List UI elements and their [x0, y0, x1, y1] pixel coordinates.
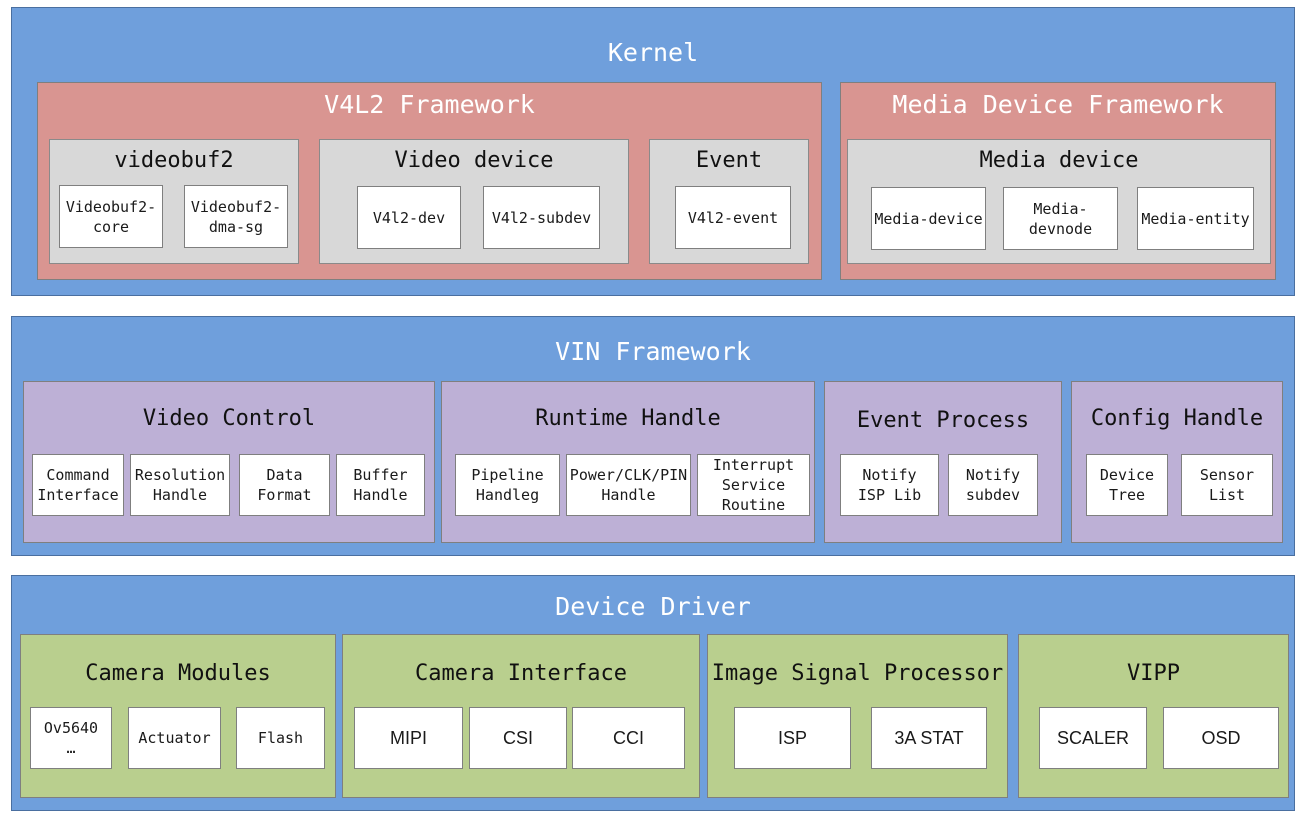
- runtime-handle-title: Runtime Handle: [535, 406, 721, 431]
- scaler-box: SCALER: [1039, 707, 1147, 769]
- 3a-stat-box: 3A STAT: [871, 707, 987, 769]
- event-title: Event: [695, 148, 763, 173]
- media-device-framework-title: Media Device Framework: [892, 90, 1224, 119]
- kernel-title: Kernel: [607, 38, 699, 67]
- device-driver-title: Device Driver: [555, 592, 751, 621]
- sensor-list-box: Sensor List: [1181, 454, 1273, 516]
- media-device-title: Media device: [979, 148, 1139, 173]
- flash-box: Flash: [236, 707, 325, 769]
- notify-isp-lib-box: Notify ISP Lib: [840, 454, 939, 516]
- video-device-title: Video device: [394, 148, 554, 173]
- media-entity-box: Media-entity: [1137, 187, 1254, 250]
- csi-box: CSI: [469, 707, 567, 769]
- v4l2-dev-box: V4l2-dev: [357, 186, 461, 249]
- mipi-box: MIPI: [354, 707, 463, 769]
- media-devnode-box: Media- devnode: [1003, 187, 1118, 250]
- ov5640-box: Ov5640 …: [30, 707, 112, 769]
- camera-modules-title: Camera Modules: [85, 661, 271, 686]
- buffer-handle-box: Buffer Handle: [336, 454, 425, 516]
- media-device-box: Media-device: [871, 187, 986, 250]
- videobuf2-dma-sg-box: Videobuf2- dma-sg: [184, 185, 288, 248]
- video-control-title: Video Control: [142, 406, 316, 431]
- power-clk-pin-handle-box: Power/CLK/PIN Handle: [566, 454, 691, 516]
- resolution-handle-box: Resolution Handle: [130, 454, 230, 516]
- v4l2-event-box: V4l2-event: [675, 186, 791, 249]
- videobuf2-title: videobuf2: [114, 148, 234, 173]
- vin-framework-title: VIN Framework: [555, 337, 751, 366]
- event-process-title: Event Process: [856, 408, 1030, 433]
- vipp-title: VIPP: [1127, 661, 1180, 686]
- videobuf2-core-box: Videobuf2- core: [59, 185, 163, 248]
- cci-box: CCI: [572, 707, 685, 769]
- pipeline-handle-box: Pipeline Handleg: [455, 454, 560, 516]
- osd-box: OSD: [1163, 707, 1279, 769]
- data-format-box: Data Format: [239, 454, 330, 516]
- isp-box: ISP: [734, 707, 851, 769]
- image-signal-processor-title: Image Signal Processor: [711, 661, 1004, 686]
- v4l2-framework-title: V4L2 Framework: [324, 90, 535, 119]
- config-handle-title: Config Handle: [1090, 406, 1264, 431]
- v4l2-subdev-box: V4l2-subdev: [483, 186, 600, 249]
- device-tree-box: Device Tree: [1086, 454, 1168, 516]
- interrupt-service-routine-box: Interrupt Service Routine: [697, 454, 810, 516]
- notify-subdev-box: Notify subdev: [948, 454, 1038, 516]
- command-interface-box: Command Interface: [32, 454, 124, 516]
- camera-interface-title: Camera Interface: [415, 661, 627, 686]
- actuator-box: Actuator: [128, 707, 221, 769]
